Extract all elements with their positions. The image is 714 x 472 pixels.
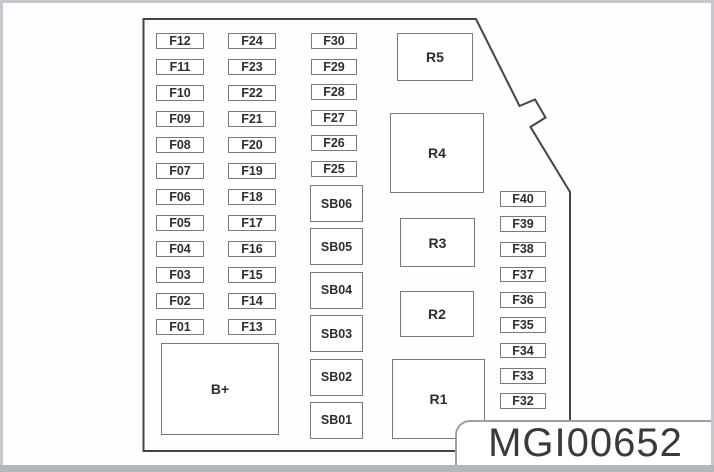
sb-fuse-box: SB01 (310, 401, 363, 439)
relay-r3: R3 (400, 218, 475, 267)
fuse-box: F19 (228, 163, 276, 179)
fuse-box: F29 (311, 58, 357, 75)
figure-code-plate: MGI00652 (455, 420, 714, 472)
fuse-box: F32 (500, 393, 546, 409)
frame-border-bottom (0, 465, 714, 472)
fuse-box: F36 (500, 292, 546, 308)
fuse-box: F08 (156, 137, 204, 153)
sb-fuse-box: SB03 (310, 315, 363, 353)
fuse-box: F16 (228, 241, 276, 257)
fuse-box: F23 (228, 59, 276, 75)
frame-border-right (711, 0, 714, 472)
sb-fuse-box: SB05 (310, 228, 363, 266)
fuse-box: F33 (500, 368, 546, 384)
relay-r4: R4 (390, 113, 484, 193)
figure-code: MGI00652 (488, 420, 683, 465)
fuse-box: F24 (228, 33, 276, 49)
fuse-box: F13 (228, 319, 276, 335)
frame-border-top (0, 0, 714, 3)
fuse-box: F38 (500, 241, 546, 258)
fuse-box: F01 (156, 319, 204, 335)
fuse-box: F11 (156, 59, 204, 75)
fuse-box: F40 (500, 191, 546, 207)
frame-border-left (0, 0, 3, 472)
fuse-box: F20 (228, 137, 276, 153)
fuse-box: F39 (500, 216, 546, 232)
sb-fuse-box: SB06 (310, 185, 363, 222)
fuse-box: F10 (156, 85, 204, 101)
fuse-box: F15 (228, 267, 276, 283)
fuse-box: F12 (156, 33, 204, 49)
fuse-box: F02 (156, 293, 204, 309)
fuse-box: F37 (500, 266, 546, 283)
sb-fuse-box: SB02 (310, 358, 363, 396)
fuse-box: F27 (311, 109, 357, 126)
fuse-box: F06 (156, 189, 204, 205)
fuse-box: F34 (500, 342, 546, 359)
battery-terminal: B+ (161, 343, 279, 435)
fuse-box: F17 (228, 215, 276, 231)
relay-r5: R5 (397, 33, 473, 81)
fuse-box: F22 (228, 85, 276, 101)
fuse-box: F26 (311, 135, 357, 152)
fuse-box: F07 (156, 163, 204, 179)
fuse-box: F05 (156, 215, 204, 231)
fuse-box: F14 (228, 293, 276, 309)
relay-r2: R2 (400, 291, 474, 337)
fuse-box: F35 (500, 317, 546, 333)
fuse-box: F04 (156, 241, 204, 257)
fuse-box: F25 (311, 160, 357, 177)
sb-fuse-box: SB04 (310, 271, 363, 309)
fuse-box: F03 (156, 267, 204, 283)
fuse-box: F09 (156, 111, 204, 127)
fuse-box: F21 (228, 111, 276, 127)
fuse-box: F28 (311, 84, 357, 101)
fuse-box: F30 (311, 33, 357, 49)
fuse-box: F18 (228, 189, 276, 205)
